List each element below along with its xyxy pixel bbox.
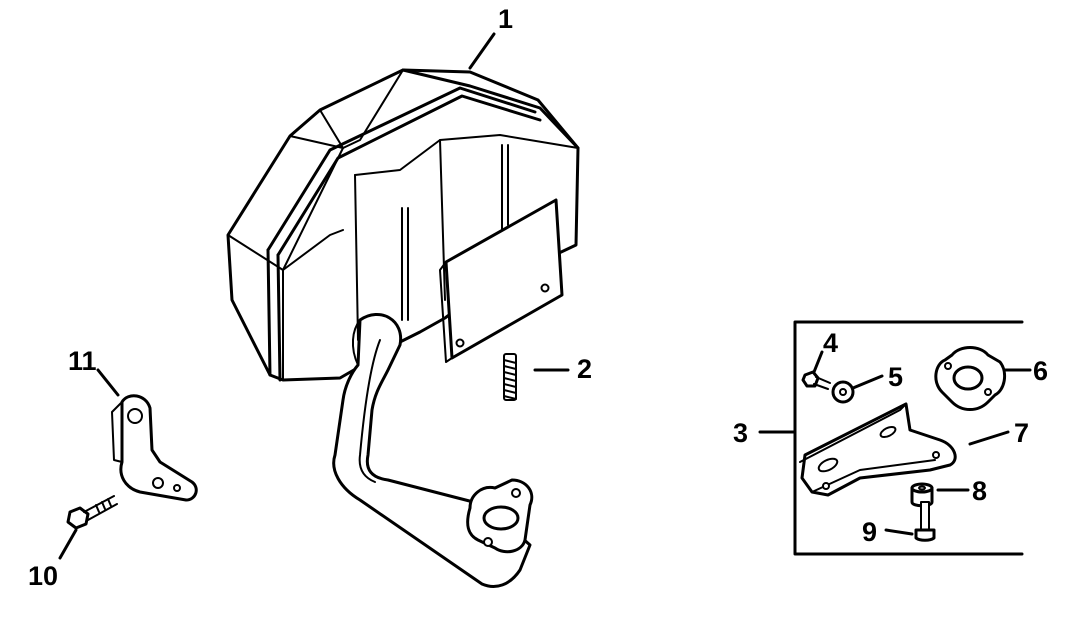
bolt-shank (920, 501, 930, 531)
callout-10: 10 (28, 561, 58, 591)
leader-9 (884, 528, 914, 536)
callout-3: 3 (733, 418, 748, 448)
leader-5 (851, 374, 884, 390)
muffler-top-edge (401, 68, 580, 150)
exhaust-pipe (332, 313, 534, 588)
muffler-slot (401, 207, 409, 321)
stud-body (503, 353, 517, 401)
callout-8: 8 (972, 476, 987, 506)
heat-shield-plate (444, 198, 564, 360)
leader-1 (468, 32, 496, 70)
muffler-slot (501, 144, 509, 231)
muffler-seam (266, 86, 542, 257)
bolt-part (58, 495, 118, 560)
callout-5: 5 (888, 362, 903, 392)
bracket-part (96, 368, 198, 502)
leader-7 (968, 430, 1010, 446)
callout-9: 9 (862, 517, 877, 547)
stud-part (503, 353, 570, 401)
leader-11 (96, 368, 120, 397)
callout-1: 1 (498, 4, 513, 34)
hardware-kit (758, 320, 1032, 556)
callout-6: 6 (1033, 356, 1048, 386)
callout-2: 2 (577, 354, 592, 384)
callout-11: 11 (68, 346, 97, 376)
callout-7: 7 (1014, 418, 1029, 448)
muffler-assembly (226, 68, 580, 382)
leader-10 (58, 528, 78, 560)
callout-4: 4 (823, 328, 838, 358)
exhaust-flange-port (482, 505, 520, 531)
washer (831, 380, 855, 404)
bolt-head (66, 506, 90, 530)
leader-4 (812, 350, 824, 374)
bolt-head-small (914, 528, 936, 542)
kit-bracket-outline (793, 320, 1024, 556)
mounting-bracket (800, 402, 957, 497)
